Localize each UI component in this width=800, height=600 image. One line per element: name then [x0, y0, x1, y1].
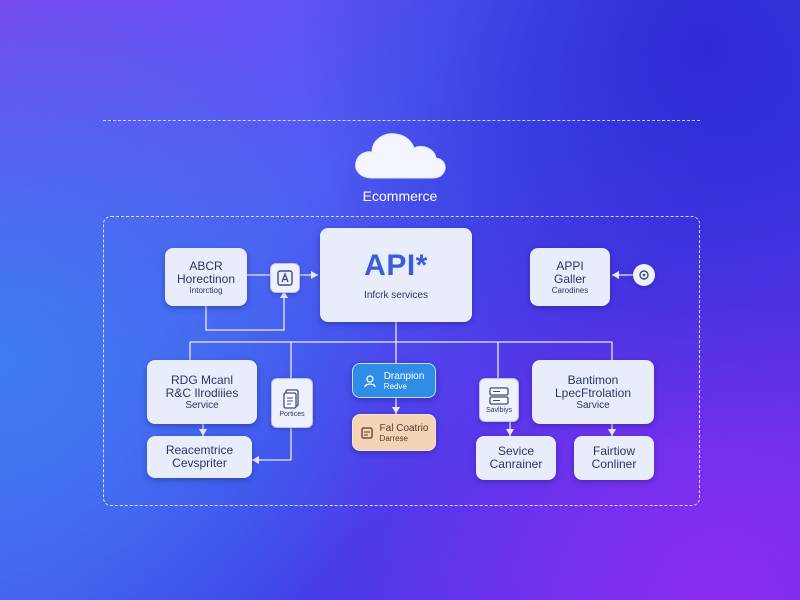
- left-mid-line2: R&C Ilrodiiies: [165, 385, 239, 400]
- cloud-label: Ecommerce: [362, 188, 438, 204]
- server-icon: [489, 386, 509, 405]
- right-mid-line3: Sarvice: [576, 399, 610, 411]
- api-subtitle: Infcrk services: [364, 289, 428, 301]
- right-top-line1: APPI: [556, 258, 584, 273]
- right-top-node[interactable]: APPI Galler Carodines: [530, 248, 610, 306]
- savlbiys-node[interactable]: Savlbiys: [479, 378, 519, 422]
- left-top-line3: Intorctiog: [189, 285, 223, 295]
- center-peach-node[interactable]: Fal Coatrio Darrese: [352, 414, 436, 451]
- left-mid-line3: Service: [185, 399, 219, 411]
- fairtiow-container-node[interactable]: Fairtiow Conliner: [574, 436, 654, 480]
- center-peach-line1: Fal Coatrio: [379, 422, 429, 434]
- left-top-node[interactable]: ABCR Horectinon Intorctiog: [165, 248, 247, 306]
- left-mid-node[interactable]: RDG Mcanl R&C Ilrodiiies Service: [147, 360, 257, 424]
- left-top-line2: Horectinon: [176, 271, 236, 286]
- center-blue-line2: Redve: [383, 381, 407, 391]
- top-separator: [103, 120, 700, 121]
- left-bottom-line1: Reacemtrice: [165, 443, 234, 457]
- api-node[interactable]: API* Infcrk services: [320, 228, 472, 322]
- documents-icon: [283, 388, 299, 409]
- left-bottom-line2: Cevspriter: [172, 456, 227, 470]
- portices-label: Portices: [279, 410, 305, 418]
- service-container-line1: Sevice: [497, 444, 535, 458]
- service-container-node[interactable]: Sevice Canrainer: [476, 436, 556, 480]
- center-blue-line1: Dranpion: [383, 370, 425, 382]
- savlbiys-label: Savlbiys: [485, 406, 513, 414]
- left-top-line1: ABCR: [189, 258, 223, 273]
- center-peach-line2: Darrese: [379, 433, 408, 443]
- right-mid-line1: Bantimon: [567, 372, 619, 387]
- fairtiow-line1: Fairtiow: [592, 444, 635, 458]
- document-a-icon[interactable]: [270, 263, 300, 293]
- service-container-line2: Canrainer: [489, 457, 543, 471]
- cloud-icon: [355, 133, 446, 179]
- storage-icon: [360, 426, 373, 439]
- services-frame: [103, 216, 700, 506]
- left-bottom-node[interactable]: Reacemtrice Cevspriter: [147, 436, 252, 478]
- portices-node[interactable]: Portices: [271, 378, 313, 428]
- right-top-line3: Carodines: [551, 285, 589, 295]
- circle-glyph: [639, 270, 649, 280]
- right-mid-line2: LpecFtrolation: [554, 385, 632, 400]
- right-mid-node[interactable]: Bantimon LpecFtrolation Sarvice: [532, 360, 654, 424]
- fairtiow-line2: Conliner: [591, 457, 637, 471]
- settings-circle-icon[interactable]: [633, 264, 655, 286]
- api-title: API*: [364, 248, 428, 282]
- user-gear-icon: [364, 374, 376, 387]
- center-blue-node[interactable]: Dranpion Redve: [352, 363, 436, 398]
- document-a-glyph: [277, 270, 293, 286]
- left-mid-line1: RDG Mcanl: [170, 372, 233, 387]
- right-top-line2: Galler: [553, 271, 586, 286]
